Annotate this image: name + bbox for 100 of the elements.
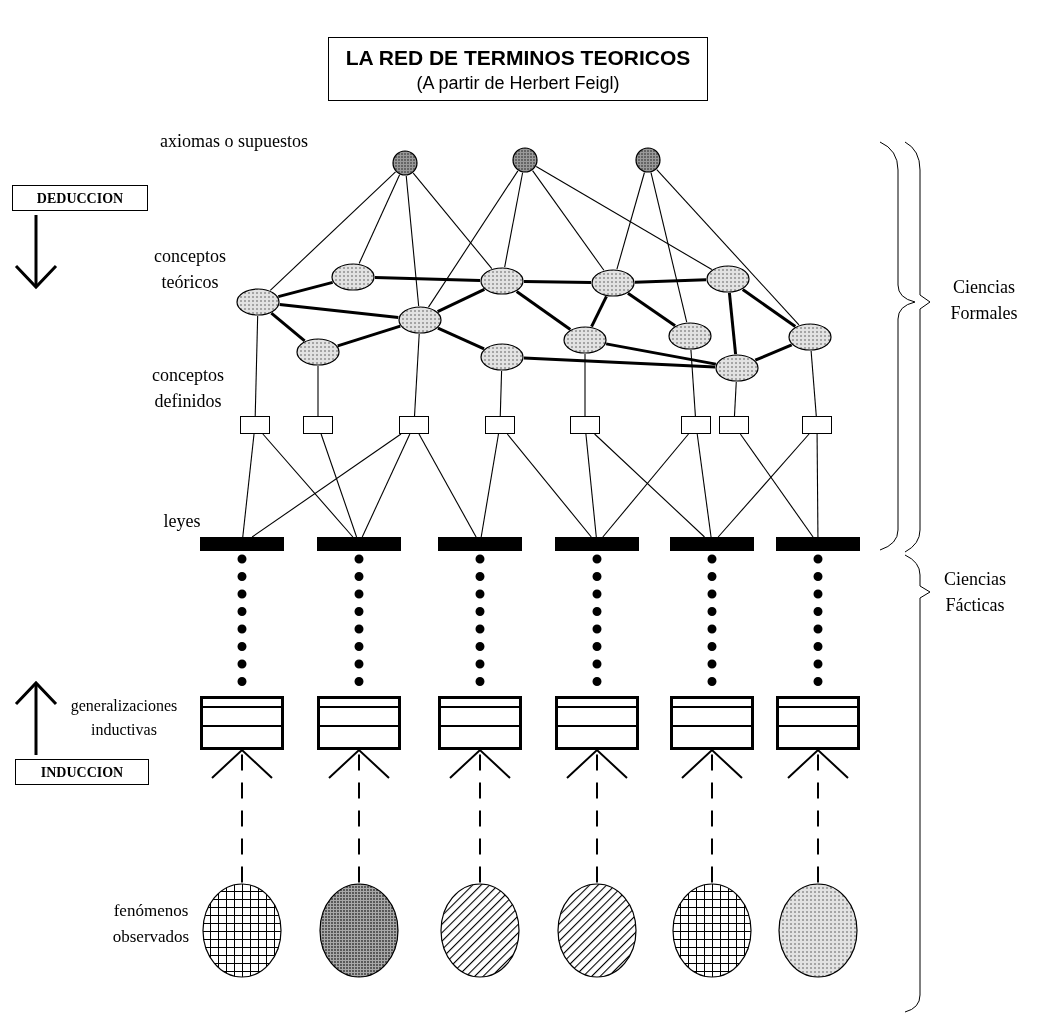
concept-ellipse	[668, 322, 712, 350]
thick-connector	[277, 280, 334, 299]
connector-line	[816, 433, 819, 538]
dashed-arrow	[681, 749, 743, 884]
connector-line	[317, 365, 319, 417]
thick-connector	[279, 302, 399, 320]
connector-line	[585, 433, 597, 538]
connector-line	[251, 433, 402, 538]
defined-concept-box	[240, 416, 270, 434]
thick-connector	[741, 288, 797, 328]
thick-connector	[270, 311, 306, 343]
axiom-circle	[635, 147, 661, 173]
connector-line	[506, 433, 592, 538]
axiom-circle	[392, 150, 418, 176]
method-tag: INDUCCION	[15, 759, 149, 785]
law-bar	[438, 537, 522, 551]
connector-line	[405, 175, 420, 307]
dashed-arrow	[328, 749, 390, 884]
connector-line	[320, 433, 358, 538]
level-label: conceptos teóricos	[153, 245, 227, 294]
dashed-arrow	[449, 749, 511, 884]
level-label: leyes	[162, 510, 202, 533]
connector-line	[733, 381, 737, 417]
connector-line	[504, 172, 524, 268]
title-text: LA RED DE TERMINOS TEORICOS	[345, 45, 691, 71]
connector-line	[242, 433, 255, 538]
concept-ellipse	[236, 288, 280, 316]
phenomenon-ellipse	[440, 882, 520, 978]
science-label: Ciencias Fácticas	[943, 568, 1007, 617]
generalization-box	[317, 696, 401, 750]
dashed-arrow	[211, 749, 273, 884]
generalization-box	[776, 696, 860, 750]
defined-concept-box	[399, 416, 429, 434]
connector-line	[696, 433, 712, 538]
thick-connector	[437, 326, 485, 351]
thick-connector	[605, 342, 717, 366]
phenomenon-ellipse	[557, 882, 637, 978]
thick-connector	[515, 290, 572, 331]
connector-line	[650, 172, 688, 323]
thick-connector	[523, 279, 592, 285]
connector-line	[262, 433, 354, 538]
concept-ellipse	[398, 306, 442, 334]
connector-line	[418, 433, 477, 538]
level-label: conceptos definidos	[151, 364, 225, 413]
connector-line	[656, 169, 800, 326]
thick-connector	[634, 278, 707, 284]
generalization-box	[555, 696, 639, 750]
connector-line	[413, 333, 420, 417]
connector-line	[269, 171, 397, 291]
thick-connector	[523, 356, 716, 369]
defined-concept-box	[303, 416, 333, 434]
defined-concept-box	[570, 416, 600, 434]
thick-connector	[727, 292, 738, 355]
law-bar	[670, 537, 754, 551]
law-bar	[776, 537, 860, 551]
concept-ellipse	[480, 267, 524, 295]
connector-line	[480, 433, 500, 538]
connector-line	[739, 433, 814, 538]
concept-ellipse	[788, 323, 832, 351]
connector-line	[535, 166, 713, 271]
title-box	[328, 37, 708, 101]
axiom-circle	[512, 147, 538, 173]
law-bar	[200, 537, 284, 551]
law-bar	[317, 537, 401, 551]
defined-concept-box	[802, 416, 832, 434]
method-tag: DEDUCCION	[12, 185, 148, 211]
defined-concept-box	[485, 416, 515, 434]
concept-ellipse	[480, 343, 524, 371]
science-label: Ciencias Formales	[949, 276, 1019, 325]
connector-line	[254, 315, 259, 417]
thick-connector	[754, 343, 793, 362]
thick-connector	[337, 324, 401, 348]
thick-connector	[590, 295, 608, 328]
connector-line	[717, 433, 810, 538]
dashed-arrow	[787, 749, 849, 884]
level-label: axiomas o supuestos	[160, 130, 309, 153]
thick-connector	[436, 288, 486, 313]
phenomenon-ellipse	[319, 882, 399, 978]
connector-line	[427, 170, 519, 308]
connector-line	[602, 433, 690, 538]
concept-ellipse	[715, 354, 759, 382]
phenomenon-ellipse	[778, 882, 858, 978]
phenomenon-ellipse	[672, 882, 752, 978]
generalization-box	[200, 696, 284, 750]
law-bar	[555, 537, 639, 551]
connector-line	[584, 353, 586, 417]
concept-ellipse	[296, 338, 340, 366]
connector-line	[616, 171, 645, 270]
connector-line	[361, 433, 411, 538]
concept-ellipse	[706, 265, 750, 293]
connector-line	[412, 172, 493, 270]
connector-line	[594, 433, 706, 538]
phenomenon-ellipse	[202, 882, 282, 978]
defined-concept-box	[719, 416, 749, 434]
connector-line	[532, 170, 605, 271]
level-label: generalizaciones inductivas	[69, 696, 179, 740]
subtitle-text: (A partir de Herbert Feigl)	[416, 72, 620, 94]
connector-line	[690, 349, 696, 417]
concept-ellipse	[591, 269, 635, 297]
level-label: fenómenos observados	[111, 900, 191, 948]
